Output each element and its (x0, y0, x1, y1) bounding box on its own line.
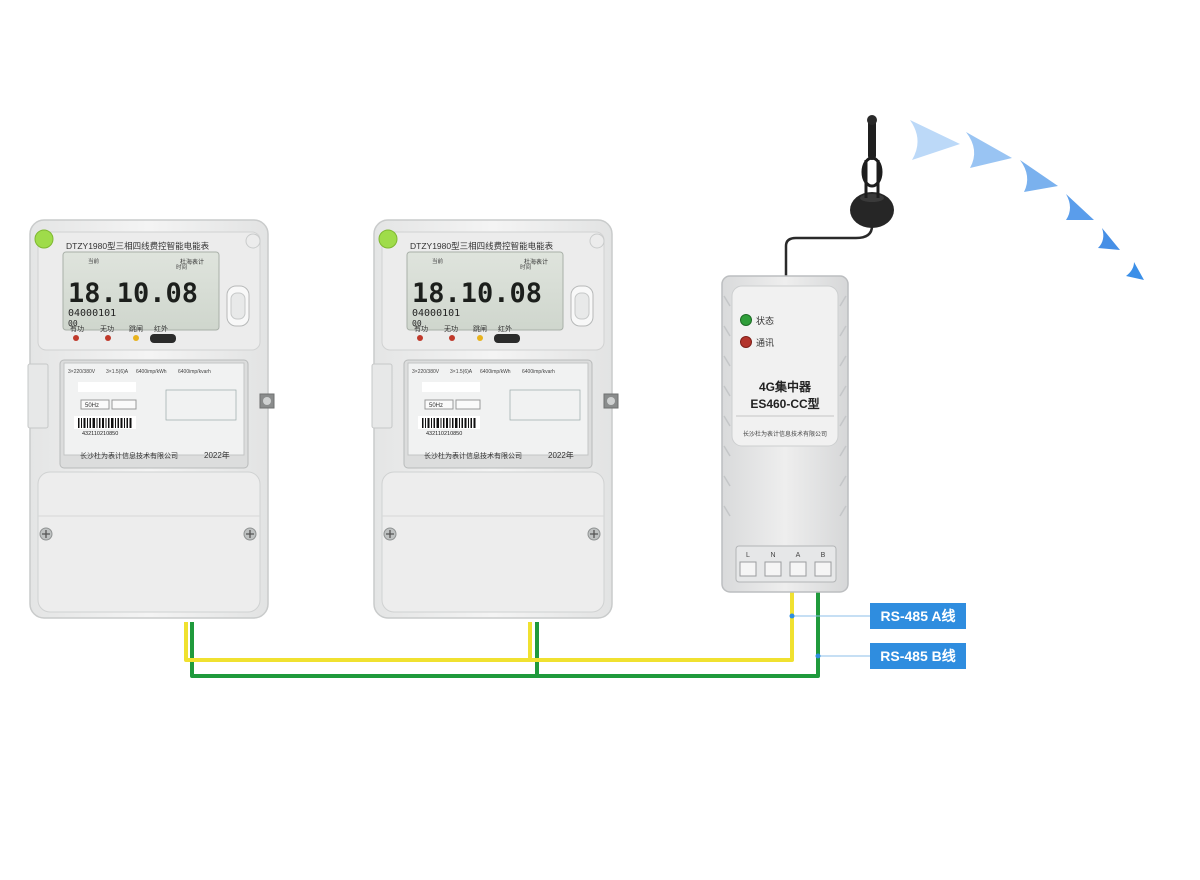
status-led (740, 314, 752, 326)
concentrator-model: ES460-CC型 (750, 396, 819, 411)
concentrator-title: 4G集中器 (759, 379, 812, 394)
wire-rs485-b (190, 592, 820, 678)
concentrator-4g: 状态 通讯 4G集中器 ES460-CC型 长沙杜为表计信息技术有限公司 L N A… (721, 275, 849, 593)
lcd-time-label: 时间 (176, 263, 187, 271)
lcd-reading: 18.10.08 (412, 278, 542, 309)
meter-brand: 杜海表计 (180, 258, 204, 266)
led-infrared-label: 红外 (498, 324, 512, 333)
rs485-b-label: RS-485 B线 (870, 643, 966, 669)
lcd-time-label: 时间 (520, 263, 531, 271)
indicator-leds (417, 334, 520, 343)
barcode-number: 432110210850 (426, 431, 462, 437)
frequency-label: 50Hz (429, 403, 443, 409)
meter-manufacturer: 长沙杜为表计信息技术有限公司 (80, 451, 178, 460)
lcd-top-label: 当前 (432, 257, 444, 265)
terminal-screw (764, 561, 782, 577)
lcd-sub: 00 (412, 319, 422, 328)
meter-status-led (378, 229, 398, 249)
terminal-label-a: A (796, 552, 801, 559)
svg-text:RS-485 A线: RS-485 A线 (881, 608, 956, 624)
indicator-leds (73, 334, 176, 343)
lcd-code: 04000101 (412, 308, 460, 319)
led-overdue-label: 跳闸 (129, 324, 143, 333)
spec-const-reactive: 6400imp/kvarh (178, 369, 211, 375)
led-infrared-label: 红外 (154, 324, 168, 333)
terminal-screw (789, 561, 807, 577)
spec-const-reactive: 6400imp/kvarh (522, 369, 555, 375)
concentrator-manufacturer: 长沙杜为表计信息技术有限公司 (743, 430, 827, 438)
led-reactive-label: 无功 (444, 324, 458, 333)
led-overdue-label: 跳闸 (473, 324, 487, 333)
meter-year: 2022年 (548, 450, 574, 460)
status-led-label: 状态 (756, 315, 774, 326)
lcd-reading: 18.10.08 (68, 278, 198, 309)
led-active-label: 有功 (414, 324, 428, 333)
barcode-number: 432110210850 (82, 431, 118, 437)
comm-led-label: 通讯 (756, 338, 774, 348)
spec-const-active: 6400imp/kWh (480, 369, 511, 375)
meter-manufacturer: 长沙杜为表计信息技术有限公司 (424, 451, 522, 460)
led-reactive-label: 无功 (100, 324, 114, 333)
signal-waves-icon (910, 120, 1144, 280)
comm-led (740, 336, 752, 348)
spec-const-active: 6400imp/kWh (136, 369, 167, 375)
terminal-label-l: L (746, 552, 750, 559)
electric-meter: DTZY1980型三相四线费控智能电能表 当前 时间 18.10.08 0400… (27, 219, 275, 619)
frequency-label: 50Hz (85, 403, 99, 409)
spec-current: 3×1.5(6)A (450, 369, 473, 375)
electric-meter: DTZY1980型三相四线费控智能电能表 当前 时间 18.10.08 0400… (371, 219, 619, 619)
lcd-top-label: 当前 (88, 257, 100, 265)
antenna-icon (784, 115, 894, 276)
terminal-screw (814, 561, 832, 577)
meter-model: DTZY1980型三相四线费控智能电能表 (66, 241, 210, 251)
meter-brand: 杜海表计 (524, 258, 548, 266)
rs485-a-label: RS-485 A线 (870, 603, 966, 629)
terminal-label-n: N (770, 552, 775, 559)
spec-voltage: 3×220/380V (68, 369, 96, 375)
lcd-code: 04000101 (68, 308, 116, 319)
meter-status-led (34, 229, 54, 249)
spec-voltage: 3×220/380V (412, 369, 440, 375)
lcd-sub: 00 (68, 319, 78, 328)
svg-text:RS-485 B线: RS-485 B线 (880, 648, 955, 664)
led-active-label: 有功 (70, 324, 84, 333)
spec-current: 3×1.5(6)A (106, 369, 129, 375)
terminal-label-b: B (821, 552, 826, 559)
meter-year: 2022年 (204, 450, 230, 460)
wire-rs485-a (184, 592, 794, 662)
meter-model: DTZY1980型三相四线费控智能电能表 (410, 241, 554, 251)
terminal-screw (739, 561, 757, 577)
